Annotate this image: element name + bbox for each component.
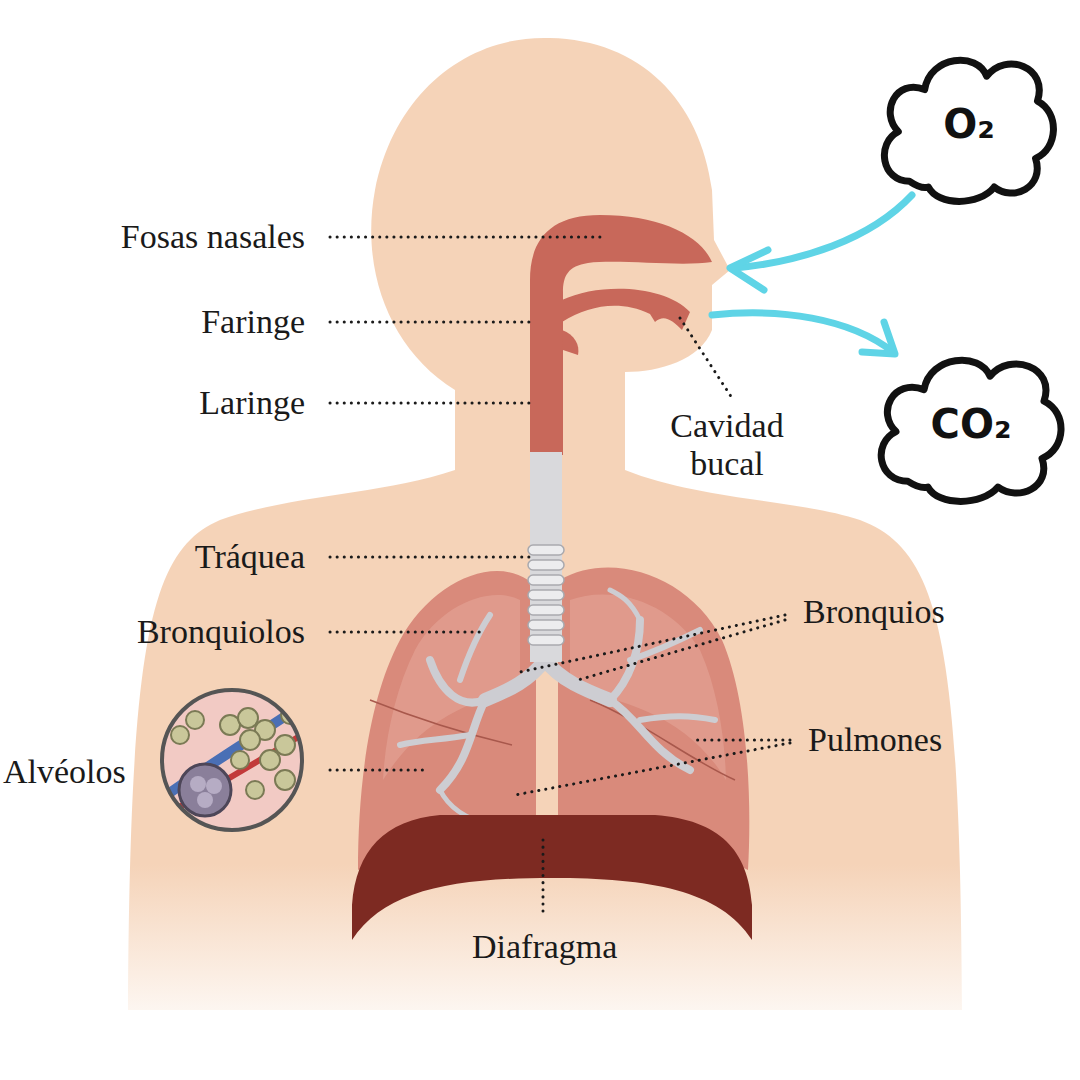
lungs-label: Pulmones: [808, 720, 942, 760]
pharynx-label: Faringe: [201, 302, 305, 342]
cloud-shape: [881, 360, 1061, 501]
alveoli-label: Alvéolos: [3, 752, 126, 792]
diaphragm: [352, 815, 752, 940]
epiglottis: [562, 330, 578, 355]
nasal-label: Fosas nasales: [121, 217, 305, 257]
cloud-shape: [884, 60, 1053, 201]
gas-cloud: O₂: [872, 38, 1060, 210]
bronchial-tree: [400, 590, 715, 825]
trachea-rings: [528, 545, 564, 645]
breath-arrows: [712, 195, 912, 354]
gas-cloud: CO₂: [868, 338, 1068, 510]
lung-fissure: [370, 700, 512, 745]
bronchioles-label: Bronquiolos: [137, 612, 305, 652]
gas-formula: O₂: [943, 101, 995, 147]
alveoli-inset-border: [162, 690, 302, 830]
body-silhouette: [128, 38, 962, 1010]
leader-lines: [330, 237, 790, 915]
gas-formula: CO₂: [931, 401, 1012, 447]
mouth-label: Cavidad bucal: [632, 407, 822, 483]
diaphragm-label: Diafragma: [472, 927, 617, 967]
trachea-label: Tráquea: [195, 537, 305, 577]
oral-cavity: [562, 289, 690, 330]
larynx-label: Laringe: [199, 383, 305, 423]
bronchi-label: Bronquios: [803, 592, 945, 632]
alveoli-inset: [162, 690, 302, 830]
